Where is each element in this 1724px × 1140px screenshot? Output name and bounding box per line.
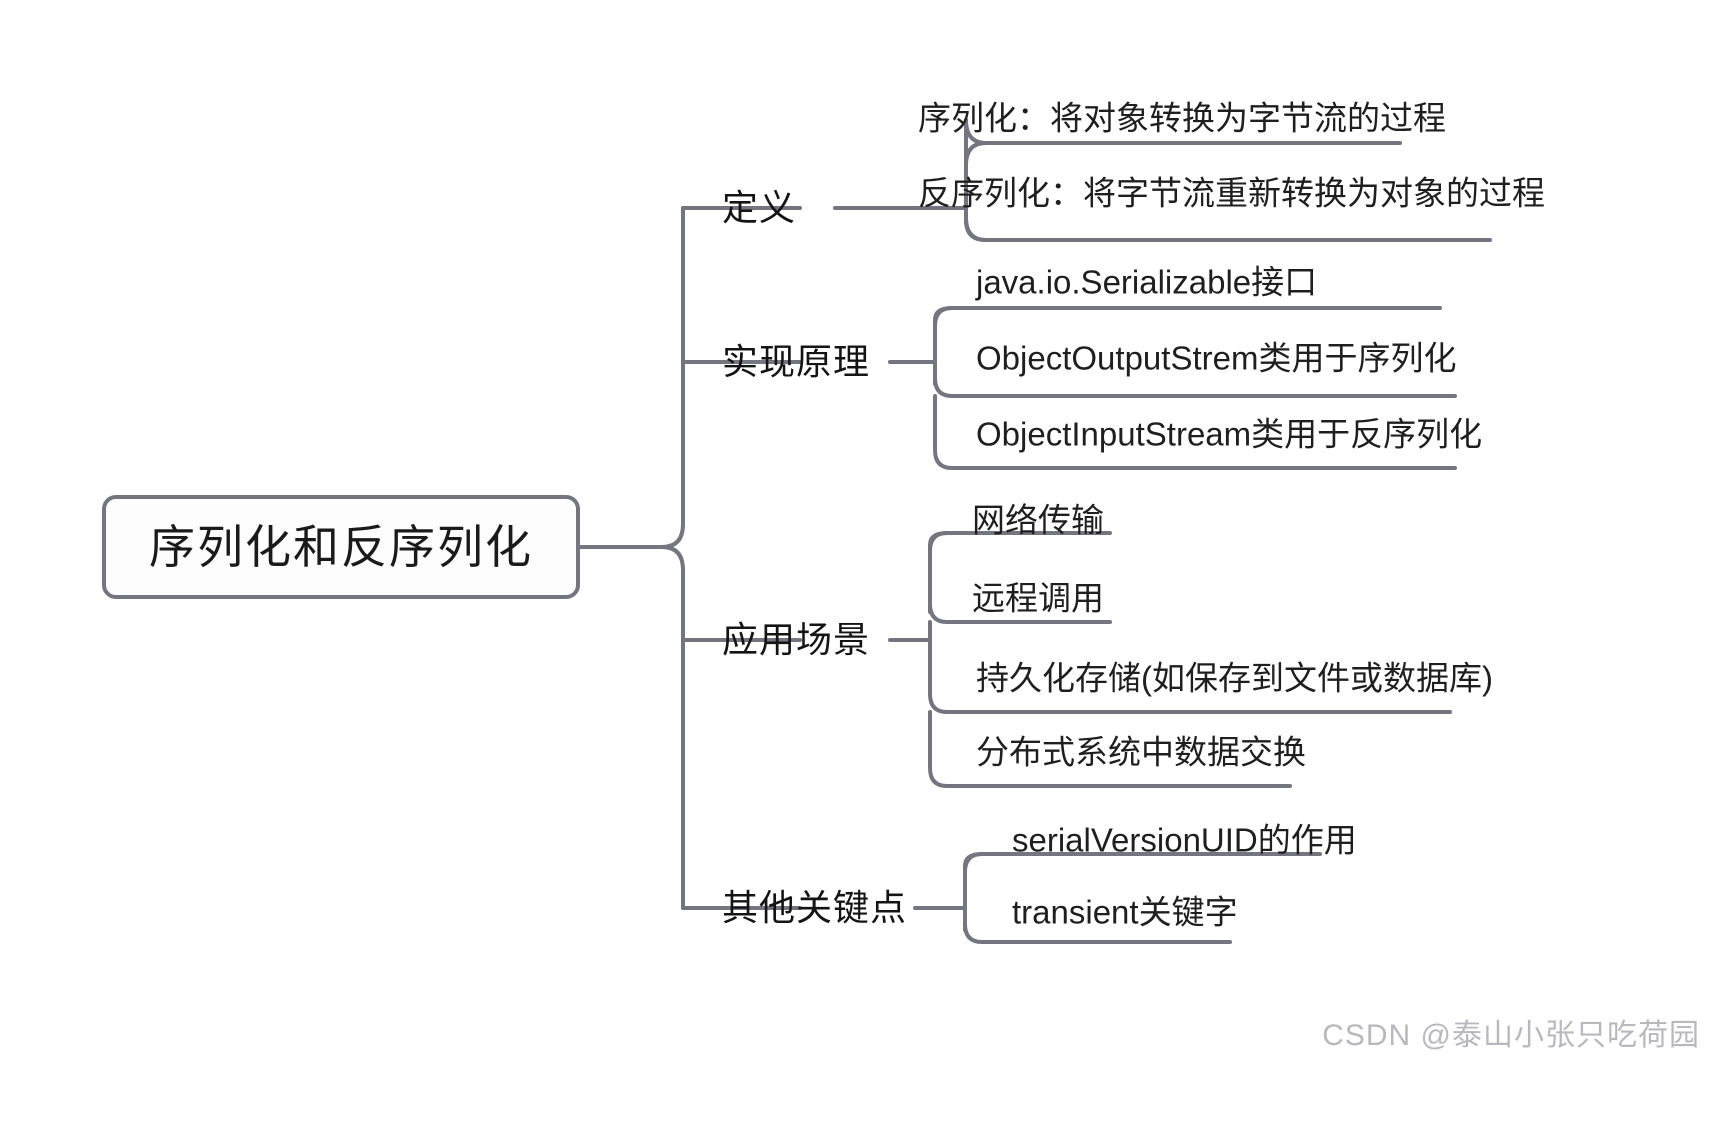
leaf-qitaguanjiandian-1[interactable]: serialVersionUID的作用 [1012,821,1357,859]
connector-spine-up [660,206,685,549]
branch-label-yingyongchangjing[interactable]: 应用场景 [722,619,871,660]
root-node-label: 序列化和反序列化 [149,521,533,573]
leaf-yingyongchangjing-3[interactable]: 持久化存储(如保存到文件或数据库) [976,659,1493,697]
branch-label-dingyi[interactable]: 定义 [722,187,797,228]
leaf-yingyongchangjing-1[interactable]: 网络传输 [972,501,1104,539]
leaf-shixianyuanli-2[interactable]: ObjectOutputStrem类用于序列化 [976,339,1457,377]
leaf-dingyi-2[interactable]: 反序列化：将字节流重新转换为对象的过程 [918,174,1545,212]
leaf-qitaguanjiandian-2[interactable]: transient关键字 [1012,893,1238,931]
branch-label-qitaguanjiandian[interactable]: 其他关键点 [722,887,908,928]
leaf-shixianyuanli-1[interactable]: java.io.Serializable接口 [976,263,1318,301]
leaf-dingyi-1[interactable]: 序列化：将对象转换为字节流的过程 [918,99,1446,137]
connector-b1-c2 [964,206,1492,242]
leaf-yingyongchangjing-2[interactable]: 远程调用 [972,579,1104,617]
leaf-yingyongchangjing-4[interactable]: 分布式系统中数据交换 [976,733,1306,771]
leaf-shixianyuanli-3[interactable]: ObjectInputStream类用于反序列化 [976,415,1483,453]
branch-label-shixianyuanli[interactable]: 实现原理 [722,341,871,382]
connector-b2-c1 [933,306,1442,322]
root-node[interactable]: 序列化和反序列化 [102,495,580,599]
connector-spine-down [660,545,685,910]
csdn-watermark: CSDN @泰山小张只吃荷园 [1322,1019,1700,1052]
